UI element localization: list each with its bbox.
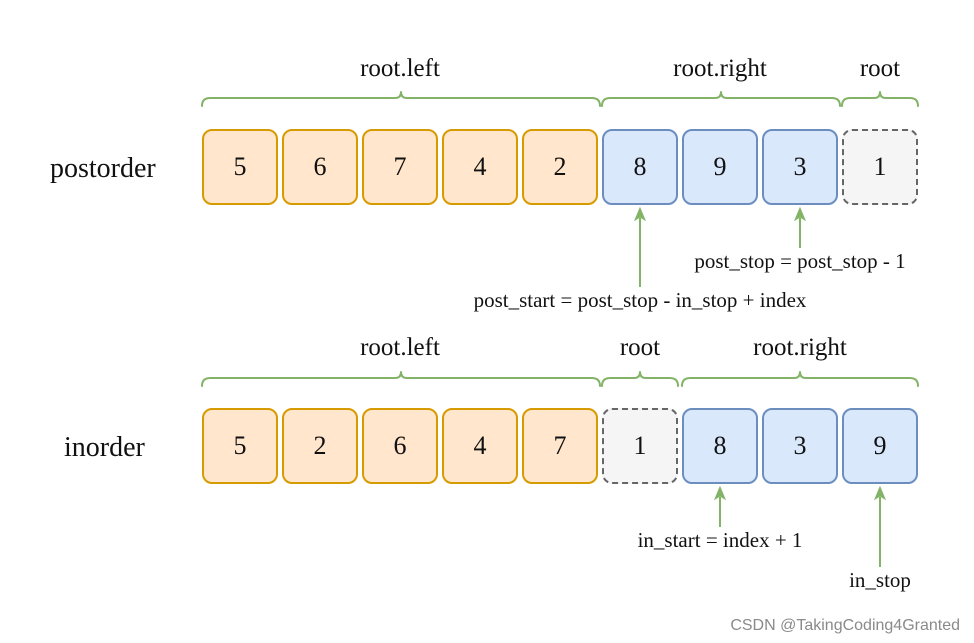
postorder-group-root-label: root <box>859 55 901 82</box>
postorder-cell-6: 9 <box>682 129 758 205</box>
inorder-cell-0: 5 <box>202 408 278 484</box>
inorder-cell-8: 9 <box>842 408 918 484</box>
in-stop-arrow <box>873 485 887 567</box>
postorder-cell-7: 3 <box>762 129 838 205</box>
inorder-group-root-left-label: root.left <box>360 334 440 361</box>
postorder-cell-5: 8 <box>602 129 678 205</box>
inorder-group-root-right-label: root.right <box>753 334 847 361</box>
postorder-cell-2: 7 <box>362 129 438 205</box>
post-start-annotation: post_start = post_stop - in_stop + index <box>473 288 807 312</box>
inorder-cell-7: 3 <box>762 408 838 484</box>
watermark: CSDN @TakingCoding4Granted <box>730 617 960 634</box>
inorder-label: inorder <box>64 432 145 463</box>
postorder-cell-0: 5 <box>202 129 278 205</box>
inorder-cell-4: 7 <box>522 408 598 484</box>
inorder-brace-root-right <box>681 371 919 387</box>
post-start-arrow <box>633 206 647 287</box>
in-stop-annotation: in_stop <box>849 568 911 592</box>
postorder-group-root-right-label: root.right <box>673 55 767 82</box>
inorder-cell-2: 6 <box>362 408 438 484</box>
postorder-group-root-left-label: root.left <box>360 55 440 82</box>
in-start-arrow <box>713 485 727 527</box>
inorder-cell-6: 8 <box>682 408 758 484</box>
inorder-brace-root <box>601 371 679 387</box>
inorder-brace-root-left <box>201 371 601 387</box>
inorder-group-root-label: root <box>619 334 661 361</box>
postorder-cell-3: 4 <box>442 129 518 205</box>
postorder-label: postorder <box>50 153 156 184</box>
inorder-cell-3: 4 <box>442 408 518 484</box>
postorder-brace-root <box>841 91 919 107</box>
post-stop-arrow <box>793 206 807 248</box>
postorder-cell-8: 1 <box>842 129 918 205</box>
postorder-cell-1: 6 <box>282 129 358 205</box>
postorder-brace-root-right <box>601 91 841 107</box>
postorder-cell-4: 2 <box>522 129 598 205</box>
postorder-brace-root-left <box>201 91 601 107</box>
post-stop-annotation: post_stop = post_stop - 1 <box>694 249 906 273</box>
in-start-annotation: in_start = index + 1 <box>637 528 803 552</box>
inorder-cell-1: 2 <box>282 408 358 484</box>
inorder-cell-5: 1 <box>602 408 678 484</box>
